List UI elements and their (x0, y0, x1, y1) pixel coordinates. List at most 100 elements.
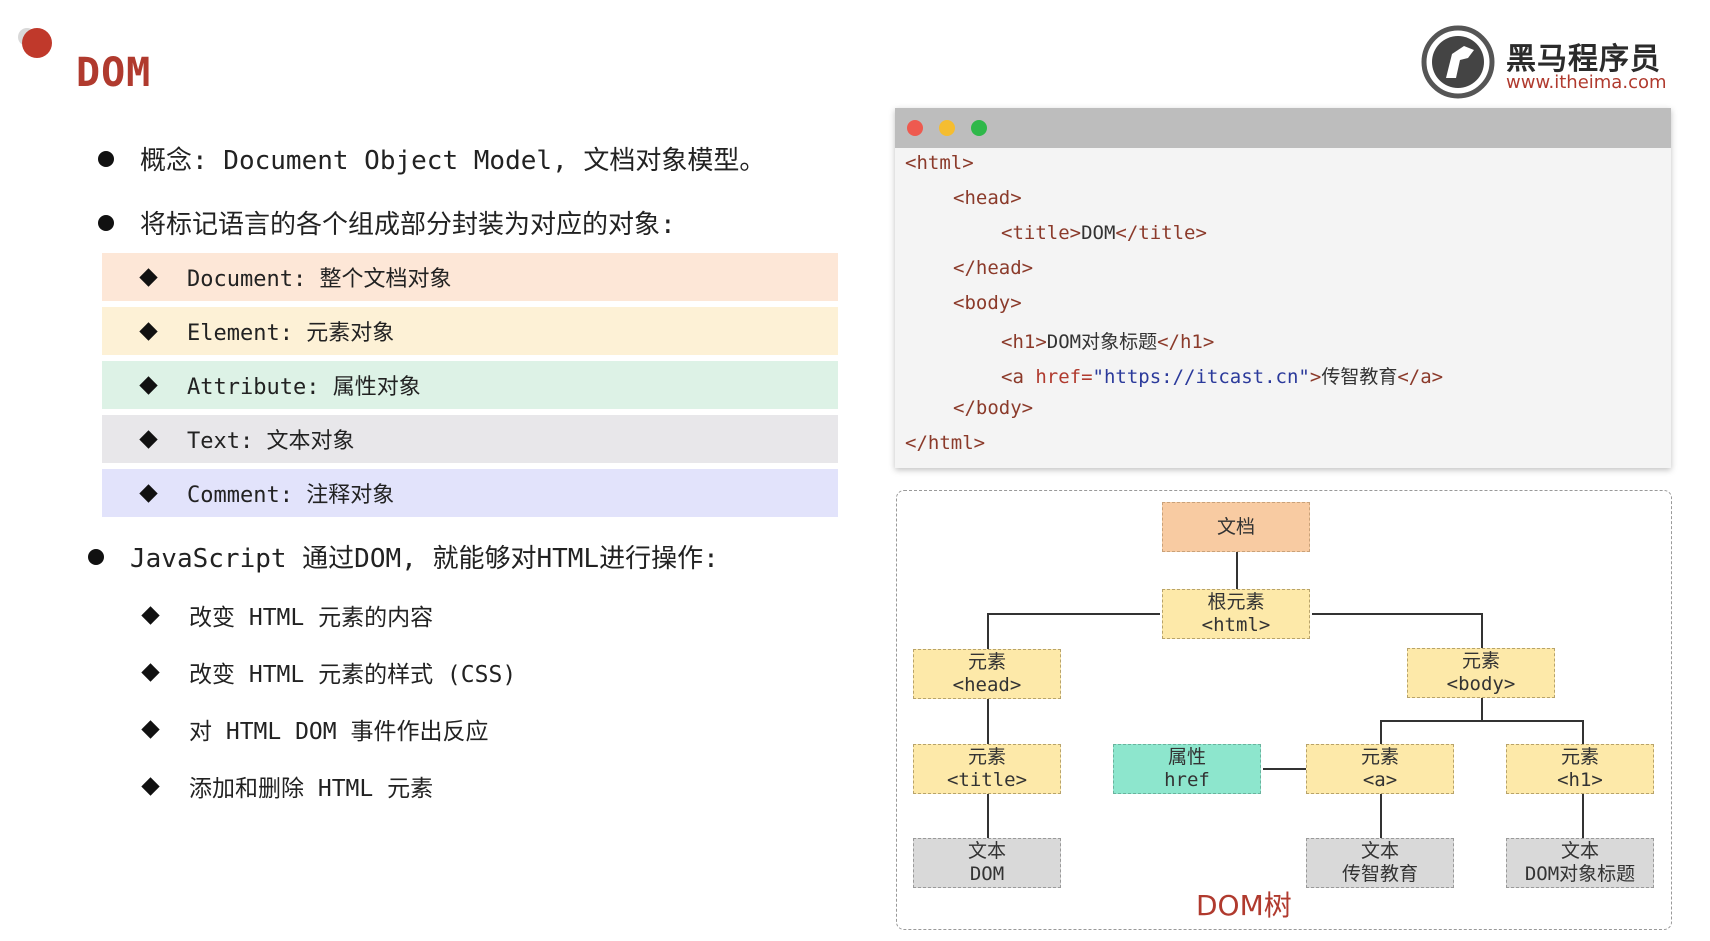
bullet-text: 概念: Document Object Model, 文档对象模型。 (140, 146, 766, 176)
node-tag: DOM (969, 863, 1005, 885)
object-label: Text: 文本对象 (187, 429, 355, 454)
diamond-bullet-icon (141, 719, 160, 739)
bullet-text: 将标记语言的各个组成部分封装为对应的对象: (140, 210, 676, 240)
bullet-encapsulate: 将标记语言的各个组成部分封装为对应的对象: (98, 204, 676, 241)
operation-item: 对 HTML DOM 事件作出反应 (140, 712, 488, 746)
tree-edge (1236, 551, 1238, 589)
diamond-bullet-icon (139, 321, 158, 341)
logo-name: 黑马程序员 (1506, 42, 1661, 77)
tree-node-html: 根元素 <html> (1162, 589, 1310, 639)
diamond-bullet-icon (141, 605, 160, 625)
node-label: 元素 (967, 651, 1006, 674)
node-tag: <html> (1201, 614, 1271, 636)
diamond-bullet-icon (139, 483, 158, 503)
object-band-text: Text: 文本对象 (102, 415, 838, 463)
bullet-javascript: JavaScript 通过DOM, 就能够对HTML进行操作: (88, 538, 719, 575)
object-band-comment: Comment: 注释对象 (102, 469, 838, 517)
tree-edge (1481, 698, 1483, 720)
diamond-bullet-icon (141, 662, 160, 682)
code-line-head-open: <head> (953, 187, 1022, 209)
node-label: 文本 (967, 840, 1006, 863)
dom-tree-panel (896, 490, 1672, 930)
tree-edge (1481, 613, 1483, 649)
object-band-document: Document: 整个文档对象 (102, 253, 838, 301)
node-label: 元素 (1360, 746, 1399, 769)
code-line-body-close: </body> (953, 397, 1034, 419)
tree-edge (1582, 794, 1584, 838)
tree-edge (987, 794, 989, 838)
tree-edge (1312, 613, 1482, 615)
tree-edge (987, 613, 1160, 615)
tree-node-href-attribute: 属性 href (1113, 744, 1261, 794)
object-label: Comment: 注释对象 (187, 483, 395, 508)
bullet-dot-icon (98, 150, 114, 167)
window-title-bar (895, 108, 1671, 148)
tree-edge (1380, 794, 1382, 838)
node-tag: <a> (1362, 769, 1398, 791)
tree-node-a: 元素 <a> (1306, 744, 1454, 794)
object-band-attribute: Attribute: 属性对象 (102, 361, 838, 409)
operation-text: 对 HTML DOM 事件作出反应 (189, 719, 489, 745)
code-line-h1: <h1>DOM对象标题</h1> (1001, 331, 1215, 353)
node-tag: <body> (1446, 673, 1516, 695)
node-label: 属性 (1167, 746, 1206, 769)
bullet-concept: 概念: Document Object Model, 文档对象模型。 (98, 140, 765, 177)
maximize-dot-icon[interactable] (971, 120, 987, 136)
code-line-html-open: <html> (905, 152, 974, 174)
tree-node-body: 元素 <body> (1407, 648, 1555, 698)
bullet-text: JavaScript 通过DOM, 就能够对HTML进行操作: (130, 544, 719, 574)
tree-node-head: 元素 <head> (913, 649, 1061, 699)
tree-edge (987, 699, 989, 745)
operation-item: 添加和删除 HTML 元素 (140, 769, 433, 803)
node-tag: href (1164, 769, 1210, 791)
horse-logo-icon (1421, 25, 1495, 99)
operation-text: 改变 HTML 元素的样式 (CSS) (189, 662, 517, 688)
node-label: 文档 (1216, 515, 1255, 538)
close-dot-icon[interactable] (907, 120, 923, 136)
tree-edge (1380, 720, 1382, 745)
diamond-bullet-icon (141, 776, 160, 796)
diamond-bullet-icon (139, 267, 158, 287)
bullet-dot-icon (98, 214, 114, 231)
node-label: 文本 (1560, 840, 1599, 863)
node-label: 元素 (967, 746, 1006, 769)
tree-caption: DOM树 (1196, 889, 1292, 922)
operation-text: 添加和删除 HTML 元素 (189, 776, 434, 802)
node-tag: <h1> (1557, 769, 1603, 791)
node-tag: DOM对象标题 (1524, 863, 1636, 885)
minimize-dot-icon[interactable] (939, 120, 955, 136)
tree-node-text-a: 文本 传智教育 (1306, 838, 1454, 888)
object-label: Element: 元素对象 (187, 321, 395, 346)
code-line-title: <title>DOM</title> (1001, 222, 1207, 244)
tree-edge (1380, 720, 1583, 722)
tree-edge (1263, 768, 1307, 770)
operation-item: 改变 HTML 元素的内容 (140, 598, 433, 632)
page-title: DOM (76, 50, 152, 96)
object-band-element: Element: 元素对象 (102, 307, 838, 355)
tree-edge (987, 613, 989, 649)
operation-text: 改变 HTML 元素的内容 (189, 605, 434, 631)
node-label: 元素 (1461, 650, 1500, 673)
diamond-bullet-icon (139, 375, 158, 395)
tree-node-title: 元素 <title> (913, 744, 1061, 794)
code-line-body-open: <body> (953, 292, 1022, 314)
tree-node-text-h1: 文本 DOM对象标题 (1506, 838, 1654, 888)
code-line-html-close: </html> (905, 432, 986, 454)
node-label: 元素 (1560, 746, 1599, 769)
node-tag: 传智教育 (1341, 863, 1418, 885)
code-window: <html> <head> <title>DOM</title> </head>… (895, 108, 1671, 468)
diamond-bullet-icon (139, 429, 158, 449)
title-dot-icon (22, 28, 52, 58)
node-tag: <title> (946, 769, 1028, 791)
logo-url: www.itheima.com (1506, 72, 1667, 93)
bullet-dot-icon (88, 548, 104, 565)
object-label: Document: 整个文档对象 (187, 267, 452, 292)
object-label: Attribute: 属性对象 (187, 375, 421, 400)
node-tag: <head> (952, 674, 1022, 696)
tree-node-document: 文档 (1162, 502, 1310, 552)
tree-node-text-dom: 文本 DOM (913, 838, 1061, 888)
tree-node-h1: 元素 <h1> (1506, 744, 1654, 794)
node-label: 根元素 (1207, 591, 1265, 614)
operation-item: 改变 HTML 元素的样式 (CSS) (140, 655, 516, 689)
node-label: 文本 (1360, 840, 1399, 863)
